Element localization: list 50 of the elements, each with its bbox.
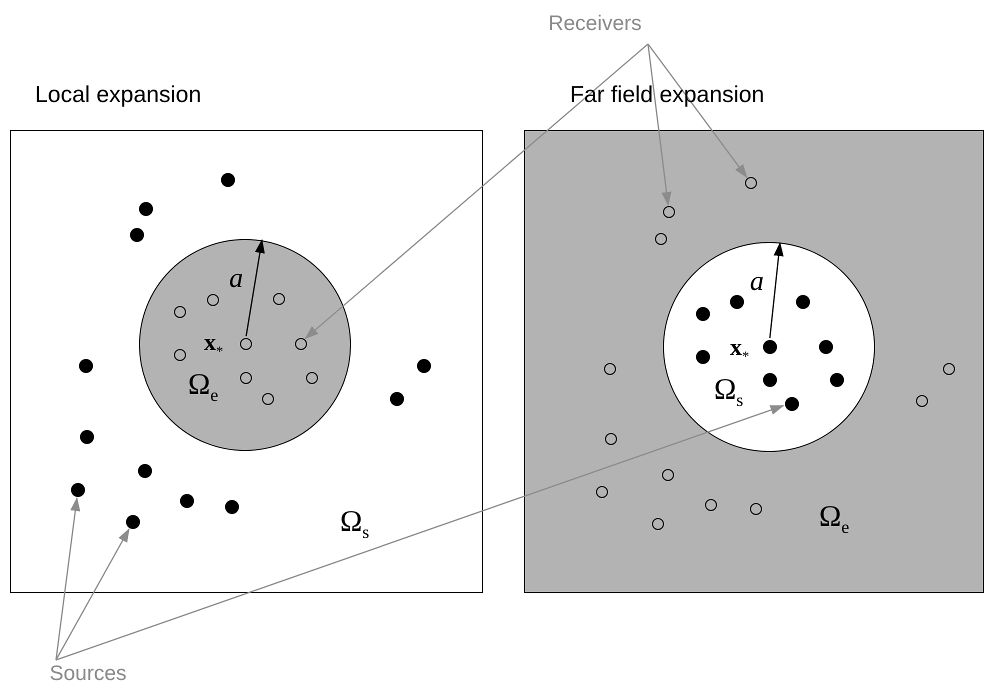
receiver-dot [295,338,307,350]
source-dot [696,350,710,364]
center-point-label: x$_{*}$ [204,330,224,361]
source-dot [730,295,744,309]
center-point-label: x$_{*}$ [730,335,750,366]
receiver-dot [306,372,318,384]
edge-label: a [229,263,244,296]
leader-line [647,44,748,178]
receiver-dot [705,499,717,511]
receiver-dot [174,306,186,318]
receiver-dot [750,503,762,515]
callout-label: Sources [38,662,138,686]
panel-heading: Local expansion [35,81,202,108]
leader-line [56,405,784,661]
receiver-dot [240,338,252,350]
panel-heading: Far field expansion [570,81,764,108]
receiver-dot [596,486,608,498]
source-dot [763,340,777,354]
source-dot [696,307,710,321]
receiver-dot [662,469,674,481]
receiver-dot [240,372,252,384]
receiver-dot [262,393,274,405]
receiver-dot [605,433,617,445]
source-dot [819,340,833,354]
source-dot [796,295,810,309]
radius-arrow [769,242,784,338]
leader-line [55,528,130,660]
receiver-dot [916,395,928,407]
domain-symbol: Ω$_{s}$ [340,505,370,543]
receiver-dot [604,363,616,375]
radius-arrow [246,239,265,336]
leader-line [647,44,672,206]
callout-label: Receivers [535,12,655,36]
receiver-dot [652,518,664,530]
receiver-dot [174,349,186,361]
domain-symbol: Ω$_{e}$ [188,368,218,406]
source-dot [763,373,777,387]
leader-line [55,496,80,660]
source-dot [830,373,844,387]
domain-symbol: Ω$_{e}$ [819,500,850,538]
domain-symbol: Ω$_{s}$ [714,373,744,411]
receiver-dot [745,177,757,189]
receiver-dot [273,293,285,305]
edge-label: a [750,266,764,298]
receiver-dot [207,294,219,306]
receiver-dot [943,363,955,375]
receiver-dot [663,206,675,218]
leader-line [304,44,648,340]
source-dot [785,397,799,411]
receiver-dot [655,233,667,245]
